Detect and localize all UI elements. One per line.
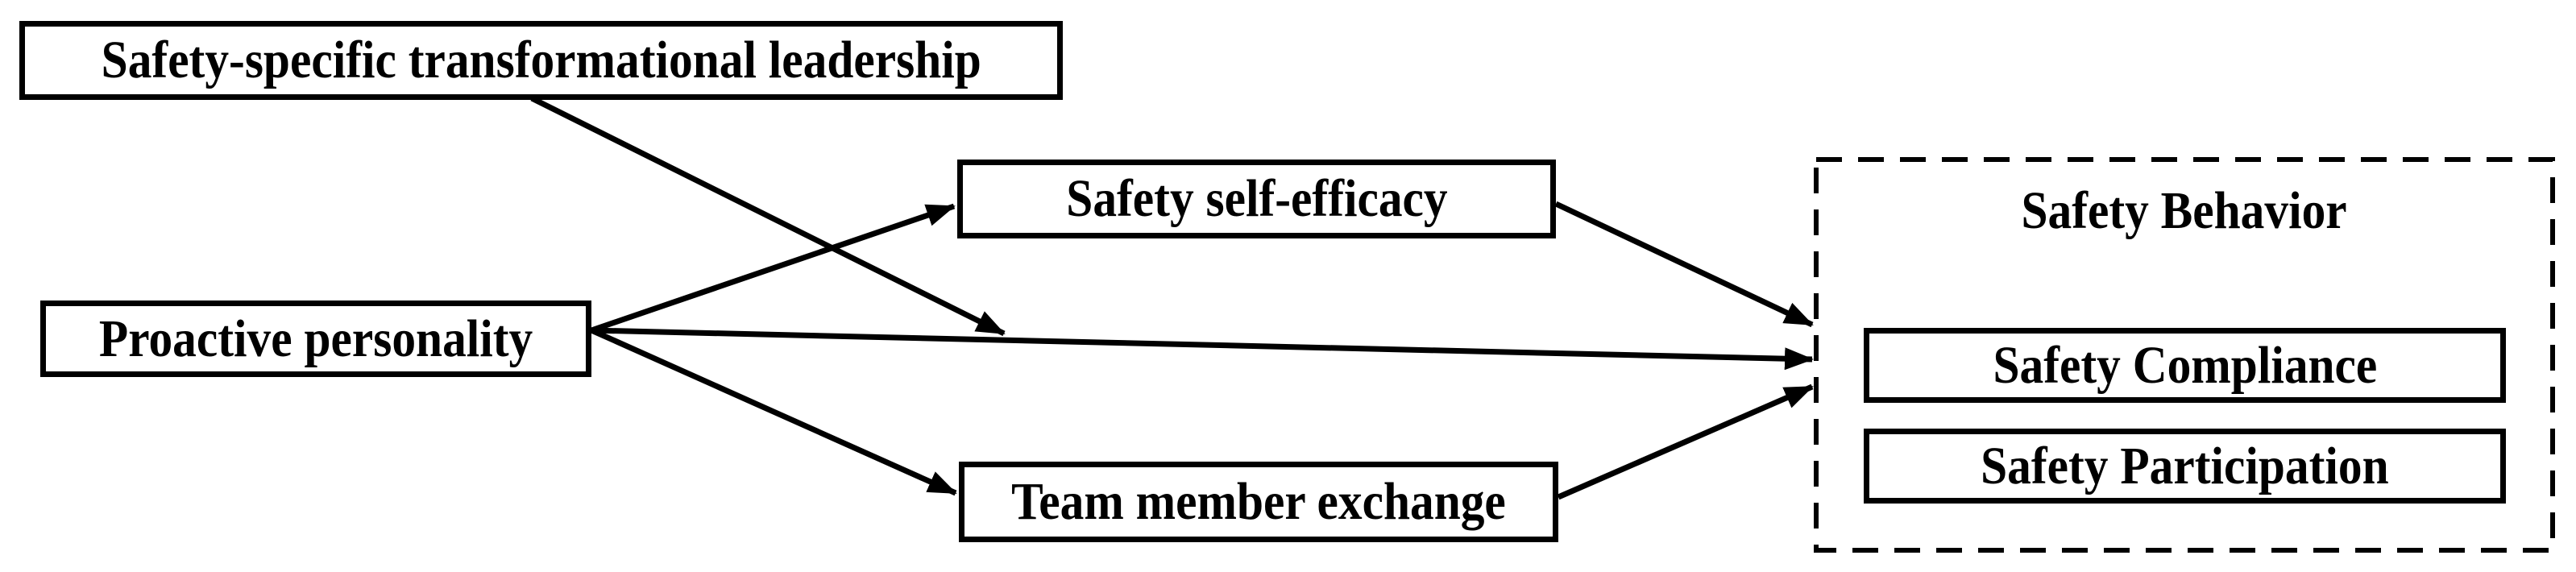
- node-proactive-personality: Proactive personality: [40, 301, 591, 377]
- node-label: Safety-specific transformational leaders…: [101, 31, 981, 89]
- arrow-leadership-moderation: [530, 95, 1006, 337]
- node-safety-self-efficacy: Safety self-efficacy: [957, 160, 1556, 238]
- arrow-team-member-exchange-to-safety-behavior: [1557, 383, 1814, 500]
- arrow-proactive-to-self-efficacy: [590, 203, 956, 334]
- node-label: Safety Compliance: [1993, 335, 2377, 395]
- node-team-member-exchange: Team member exchange: [959, 462, 1558, 542]
- arrow-proactive-to-safety-behavior: [591, 327, 1814, 371]
- safety-behavior-dashed-border: [1814, 157, 2555, 553]
- node-label: Safety self-efficacy: [1065, 169, 1448, 228]
- node-safety-participation: Safety Participation: [1864, 429, 2506, 504]
- arrow-proactive-to-team-member-exchange: [590, 327, 957, 496]
- safety-behavior-group-title: Safety Behavior: [1816, 171, 2553, 251]
- node-label: Proactive personality: [98, 309, 533, 368]
- node-safety-compliance: Safety Compliance: [1864, 328, 2506, 403]
- arrow-self-efficacy-to-safety-behavior: [1554, 201, 1814, 328]
- node-safety-specific-transformational-leadership: Safety-specific transformational leaders…: [19, 21, 1063, 100]
- node-label: Safety Participation: [1981, 436, 2389, 495]
- node-label: Team member exchange: [1011, 472, 1506, 531]
- group-title-label: Safety Behavior: [2021, 181, 2348, 240]
